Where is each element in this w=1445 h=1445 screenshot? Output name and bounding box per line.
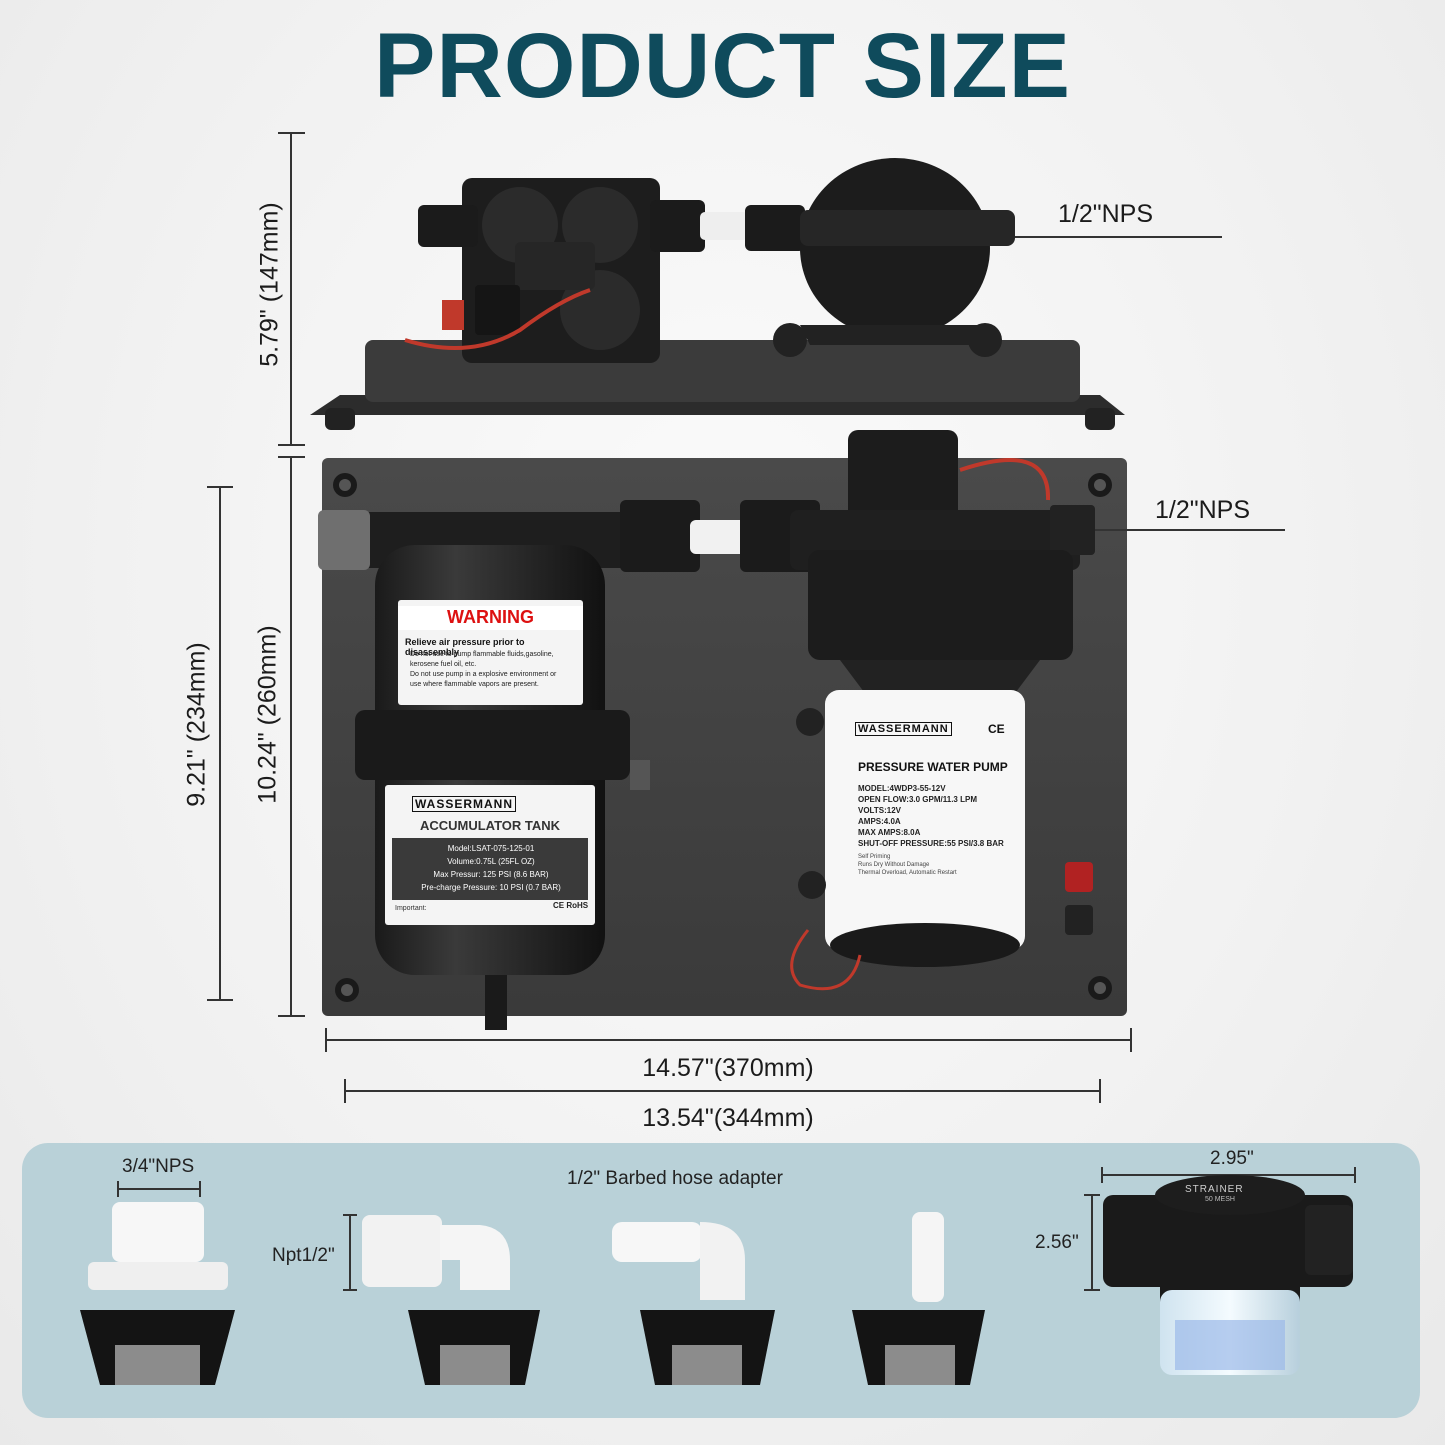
warning-note: kerosene fuel oil, etc. <box>410 661 477 668</box>
pump-feature: Runs Dry Without Damage <box>858 862 930 868</box>
strainer-height-label: 2.56" <box>1035 1232 1079 1253</box>
width-inner-label: 13.54"(344mm) <box>642 1104 814 1132</box>
warning-title: WARNING <box>447 607 534 627</box>
strainer-mesh: 50 MESH <box>1205 1196 1235 1203</box>
npt-1-2-label: Npt1/2" <box>272 1245 335 1266</box>
strainer-label: STRAINER <box>1185 1184 1244 1195</box>
pump-spec: VOLTS:12V <box>858 806 901 815</box>
tank-important: Important: <box>395 905 427 912</box>
page-title: PRODUCT SIZE <box>374 15 1071 117</box>
outlet-top-label: 1/2"NPS <box>1058 200 1154 228</box>
tank-spec: Max Pressur: 125 PSI (8.6 BAR) <box>433 870 549 879</box>
pump-features: Self Priming Runs Dry Without Damage The… <box>858 853 1018 877</box>
pump-spec: AMPS:4.0A <box>858 817 901 826</box>
pump-feature: Thermal Overload, Automatic Restart <box>858 870 957 876</box>
dimension-lines <box>207 132 1132 1103</box>
tank-cert: CE RoHS <box>553 901 589 910</box>
tank-spec: Pre-charge Pressure: 10 PSI (0.7 BAR) <box>421 883 561 892</box>
warning-note: Do not use pump in a explosive environme… <box>410 671 557 678</box>
pump-spec: OPEN FLOW:3.0 GPM/11.3 LPM <box>858 795 977 804</box>
tank-spec: Model:LSAT-075-125-01 <box>447 844 535 853</box>
nps-3-4-label: 3/4"NPS <box>122 1156 195 1177</box>
tank-brand: WASSERMANN <box>412 796 517 812</box>
warning-note: Do not use to pump flammable fluids,gaso… <box>410 651 554 658</box>
outlet-front-label: 1/2"NPS <box>1155 496 1251 524</box>
warning-notes: Do not use to pump flammable fluids,gaso… <box>410 650 582 690</box>
pump-cert: CE <box>988 722 1005 736</box>
top-view <box>310 158 1222 430</box>
pump-brand: WASSERMANN <box>855 722 952 736</box>
width-outer-label: 14.57"(370mm) <box>642 1054 814 1082</box>
strainer-width-label: 2.95" <box>1210 1148 1254 1169</box>
pump-spec: SHUT-OFF PRESSURE:55 PSI/3.8 BAR <box>858 839 1004 848</box>
tank-title: ACCUMULATOR TANK <box>419 818 561 833</box>
pump-specs: MODEL:4WDP3-55-12V OPEN FLOW:3.0 GPM/11.… <box>858 783 1023 849</box>
pump-feature: Self Priming <box>858 854 891 860</box>
warning-line: Relieve air pressure prior to disassembl… <box>405 637 525 657</box>
barbed-adapter-label: 1/2" Barbed hose adapter <box>567 1168 783 1189</box>
warning-note: use where flammable vapors are present. <box>410 681 539 688</box>
tank-specs: Model:LSAT-075-125-01 Volume:0.75L (25FL… <box>398 842 584 894</box>
pump-spec: MAX AMPS:8.0A <box>858 828 921 837</box>
tank-spec: Volume:0.75L (25FL OZ) <box>447 857 535 866</box>
pump-spec: MODEL:4WDP3-55-12V <box>858 784 946 793</box>
pump-title: PRESSURE WATER PUMP <box>858 760 1008 774</box>
